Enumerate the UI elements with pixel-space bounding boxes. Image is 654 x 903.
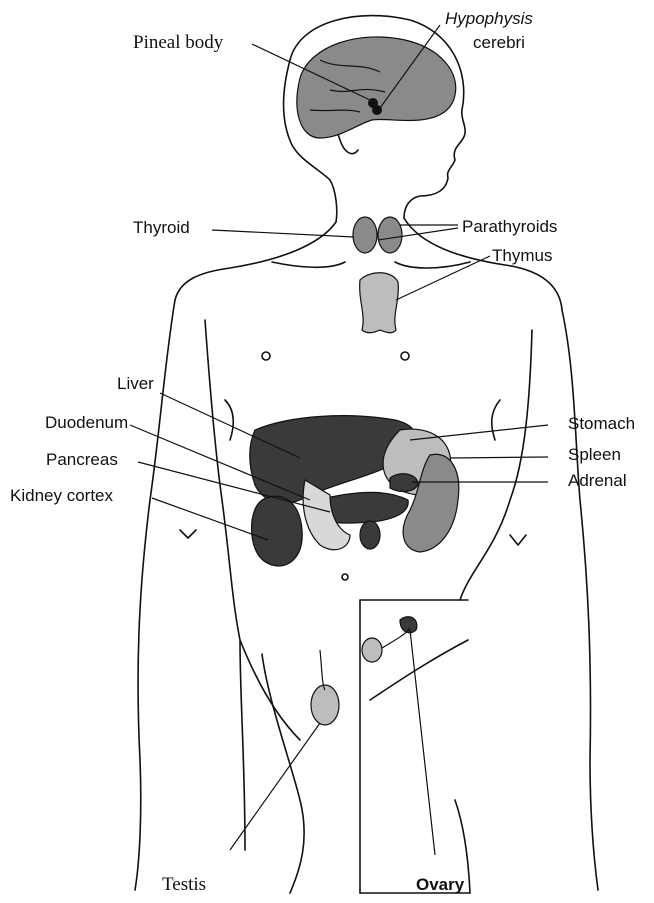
kidney-cortex-right [360, 521, 380, 549]
thyroid-left-lobe [353, 217, 377, 253]
label-spleen: Spleen [568, 445, 621, 464]
label-stomach: Stomach [568, 414, 635, 433]
label-liver: Liver [117, 374, 154, 393]
thymus-gland [360, 273, 399, 333]
label-kidney-cortex: Kidney cortex [10, 486, 113, 505]
thyroid-right-lobe [378, 217, 402, 253]
label-hypophysis: Hypophysis [445, 9, 533, 28]
label-ovary: Ovary [416, 875, 465, 894]
label-pancreas: Pancreas [46, 450, 118, 469]
brain [297, 37, 456, 138]
adrenal-gland [390, 474, 418, 492]
label-testis: Testis [162, 874, 206, 895]
label-pineal-body: Pineal body [133, 32, 224, 53]
ovary-inset [362, 617, 417, 662]
label-thymus: Thymus [492, 246, 552, 265]
label-parathyroids: Parathyroids [462, 217, 557, 236]
label-adrenal: Adrenal [568, 471, 627, 490]
label-duodenum: Duodenum [45, 413, 128, 432]
kidney-organ [252, 496, 303, 566]
testis-organ [311, 685, 339, 725]
label-hypophysis-cerebri: cerebri [473, 33, 525, 52]
label-thyroid: Thyroid [133, 218, 190, 237]
